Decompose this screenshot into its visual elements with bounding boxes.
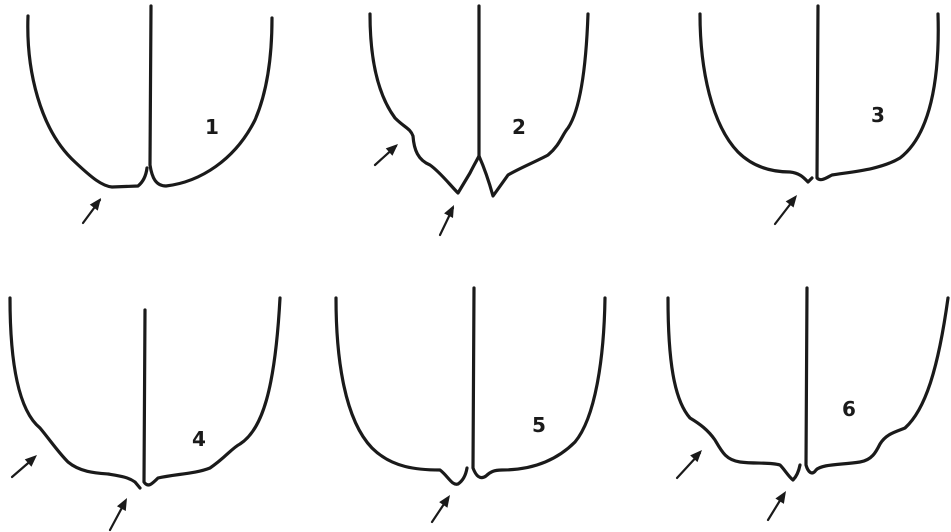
arrow-icon [12, 451, 40, 477]
arrow-icon [83, 195, 105, 223]
arrow-icon [440, 203, 458, 235]
panel-2: 2 [370, 6, 588, 235]
arrow-icon [775, 192, 801, 224]
outline-right [144, 298, 280, 485]
panel-label: 2 [512, 115, 526, 139]
outline-left [336, 298, 467, 484]
outline-left [668, 298, 800, 480]
arrow-icon [375, 140, 401, 165]
panel-label: 4 [192, 427, 206, 451]
outline-right [806, 288, 948, 473]
panel-label: 3 [871, 103, 885, 127]
panel-5: 5 [336, 288, 605, 522]
outline-right [150, 6, 272, 186]
panel-1: 1 [28, 6, 272, 223]
panel-3: 3 [700, 6, 938, 224]
outline-right [817, 6, 938, 180]
panel-label: 1 [205, 115, 219, 139]
outline-left [28, 16, 147, 187]
outline-left [700, 14, 812, 182]
arrow-icon [768, 488, 790, 520]
arrow-icon [677, 447, 706, 478]
outline-right [479, 6, 588, 196]
panel-4: 4 [10, 298, 280, 530]
outline-right [473, 288, 605, 478]
outline-left [370, 14, 479, 193]
arrow-icon [432, 492, 454, 522]
panel-label: 6 [842, 397, 856, 421]
panel-6: 6 [668, 288, 948, 520]
arrow-icon [110, 496, 131, 530]
panel-label: 5 [532, 413, 546, 437]
